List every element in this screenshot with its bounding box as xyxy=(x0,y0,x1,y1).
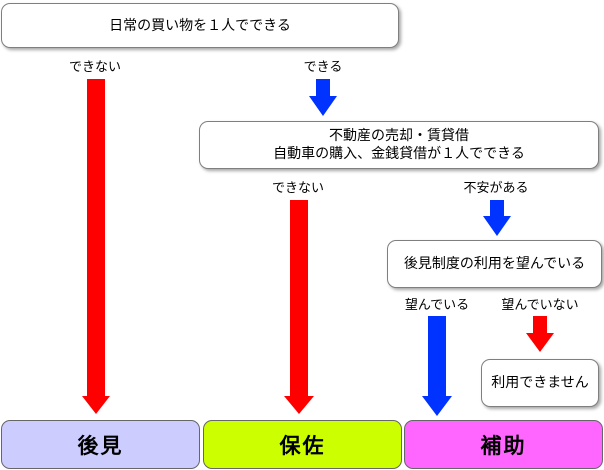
arrow-q2-anxious-to-q3 xyxy=(483,200,511,236)
outcome-assistance: 補助 xyxy=(404,420,603,469)
outcome-assistance-label: 補助 xyxy=(480,433,527,458)
not-eligible-box: 利用できません xyxy=(481,359,599,407)
question-property-transactions: 不動産の売却・賃貸借 自動車の購入、金銭貸借が１人でできる xyxy=(199,121,599,169)
arrow-q1-can-to-q2 xyxy=(309,79,337,116)
label-q1-can: できる xyxy=(303,60,343,75)
label-q2-anxious: 不安がある xyxy=(463,181,529,196)
arrow-q1-cannot-to-guardianship xyxy=(82,79,110,414)
arrow-q2-cannot-to-curatorship xyxy=(284,200,314,414)
label-q3-wants: 望んでいる xyxy=(404,298,470,313)
outcome-curatorship-label: 保佐 xyxy=(279,433,326,458)
outcome-guardianship-label: 後見 xyxy=(77,433,124,458)
question-daily-shopping: 日常の買い物を１人でできる xyxy=(1,3,399,48)
label-q2-cannot: できない xyxy=(271,181,325,196)
outcome-guardianship: 後見 xyxy=(1,420,200,469)
label-q1-cannot: できない xyxy=(68,60,122,75)
question-wants-guardianship-text: 後見制度の利用を望んでいる xyxy=(403,256,586,272)
arrow-q3-not-wants-to-not-eligible xyxy=(526,316,554,352)
label-q3-not-wants: 望んでいない xyxy=(501,298,579,313)
question-wants-guardianship: 後見制度の利用を望んでいる xyxy=(387,240,602,288)
question-property-line1: 不動産の売却・賃貸借 xyxy=(329,128,469,144)
arrow-q3-wants-to-assistance xyxy=(422,316,452,416)
outcome-curatorship: 保佐 xyxy=(203,420,402,469)
question-property-line2: 自動車の購入、金銭貸借が１人でできる xyxy=(273,146,525,162)
not-eligible-text: 利用できません xyxy=(491,375,589,391)
question-daily-shopping-text: 日常の買い物を１人でできる xyxy=(109,17,291,34)
